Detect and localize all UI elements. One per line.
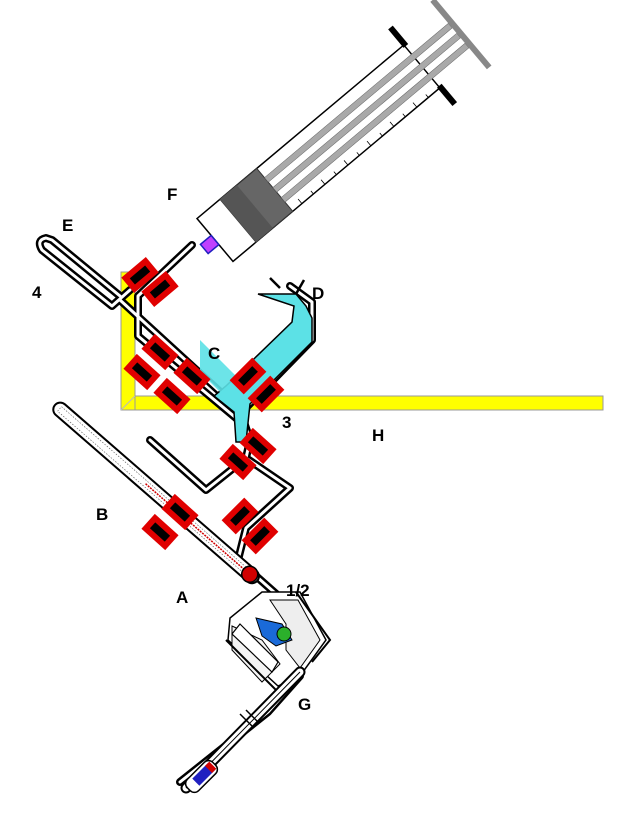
label-3: 3 <box>282 413 291 432</box>
flask-assembly <box>225 591 332 691</box>
clamp <box>241 517 279 555</box>
label-a: A <box>176 588 188 607</box>
clamp <box>247 375 285 413</box>
clamp <box>219 443 257 481</box>
label-1-2: 1/2 <box>286 581 310 600</box>
clamp <box>239 427 277 465</box>
labels: E 4 F D C 3 H B A 1/2 G <box>32 185 384 714</box>
label-g: G <box>298 695 311 714</box>
outlet-tube <box>180 666 306 794</box>
clamp <box>141 513 179 551</box>
clamps <box>121 257 285 555</box>
label-d: D <box>312 284 324 303</box>
thermometer <box>52 401 260 585</box>
syringe <box>195 0 492 263</box>
clamp <box>141 333 179 371</box>
clamp <box>221 497 259 535</box>
label-e: E <box>62 216 73 235</box>
clamp <box>141 271 179 307</box>
clamp <box>123 353 161 391</box>
label-f: F <box>167 185 177 204</box>
label-c: C <box>208 344 220 363</box>
label-b: B <box>96 505 108 524</box>
label-4: 4 <box>32 283 42 302</box>
clamp <box>161 493 199 531</box>
clamp <box>121 257 159 293</box>
clamp <box>153 377 191 415</box>
clamp <box>173 357 211 395</box>
label-h: H <box>372 426 384 445</box>
clamp <box>229 357 267 395</box>
